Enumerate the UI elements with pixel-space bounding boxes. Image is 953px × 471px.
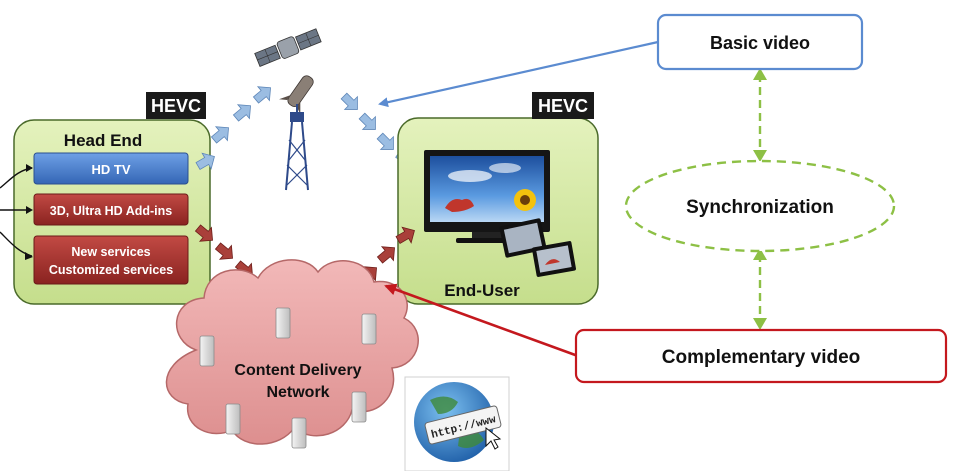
synchronization-label: Synchronization xyxy=(686,197,834,218)
ultra-hd-label: 3D, Ultra HD Add-ins xyxy=(50,204,173,218)
broadcast-arrow xyxy=(252,86,271,104)
end-user-title: End-User xyxy=(444,281,520,300)
head-end-hevc-badge xyxy=(146,92,206,119)
hd-tv-label: HD TV xyxy=(92,162,131,177)
complementary-video-connector xyxy=(384,283,579,358)
satellite-icon xyxy=(254,28,322,67)
broadcast-arrow xyxy=(340,92,358,110)
basic-video-label: Basic video xyxy=(710,33,810,53)
cdn-label-line1: Content Delivery xyxy=(234,362,361,379)
broadcast-arrow xyxy=(210,126,229,144)
synchronization-ellipse: Synchronization xyxy=(624,159,896,253)
end-user-group: HEVC End-User xyxy=(397,92,599,305)
broadcast-arrow xyxy=(358,112,376,130)
server-icon xyxy=(351,391,367,423)
head-end-hevc-label: HEVC xyxy=(151,96,201,116)
basic-video-box: Basic video xyxy=(656,13,864,71)
cdn-label-line2: Network xyxy=(266,384,329,401)
new-services-item xyxy=(33,235,189,285)
delivery-arrow xyxy=(395,226,415,245)
complementary-video-label: Complementary video xyxy=(662,347,861,368)
ultra-hd-item xyxy=(33,193,189,226)
rocket-icon xyxy=(279,75,314,115)
server-icon xyxy=(291,417,307,449)
server-icon xyxy=(199,335,215,367)
broadcast-arrow xyxy=(232,104,251,122)
tv-icon xyxy=(424,150,550,243)
hd-tv-item xyxy=(33,152,189,185)
end-user-hevc-label: HEVC xyxy=(538,96,588,116)
broadcast-arrow xyxy=(195,152,215,171)
end-user-hevc-badge xyxy=(532,92,594,119)
antenna-tower-icon xyxy=(285,104,309,191)
server-icon xyxy=(361,313,377,345)
customized-services-label: Customized services xyxy=(49,263,173,277)
complementary-video-box: Complementary video xyxy=(574,328,948,384)
web-globe-icon: http://www xyxy=(404,376,510,471)
cdn-cloud: Content Delivery Network xyxy=(165,259,419,449)
basic-video-connector xyxy=(378,40,659,108)
head-end-title: Head End xyxy=(64,131,142,150)
delivery-arrow xyxy=(194,224,213,242)
server-icon xyxy=(275,307,291,339)
delivery-arrow xyxy=(376,246,395,264)
head-end-group: HEVC Head End HD TV 3D, Ultra HD Add-ins… xyxy=(0,92,211,305)
server-icon xyxy=(225,403,241,435)
broadcast-arrow xyxy=(376,132,394,150)
new-services-label: New services xyxy=(71,245,150,259)
delivery-arrow xyxy=(214,242,233,260)
tablet-icon xyxy=(499,218,576,277)
